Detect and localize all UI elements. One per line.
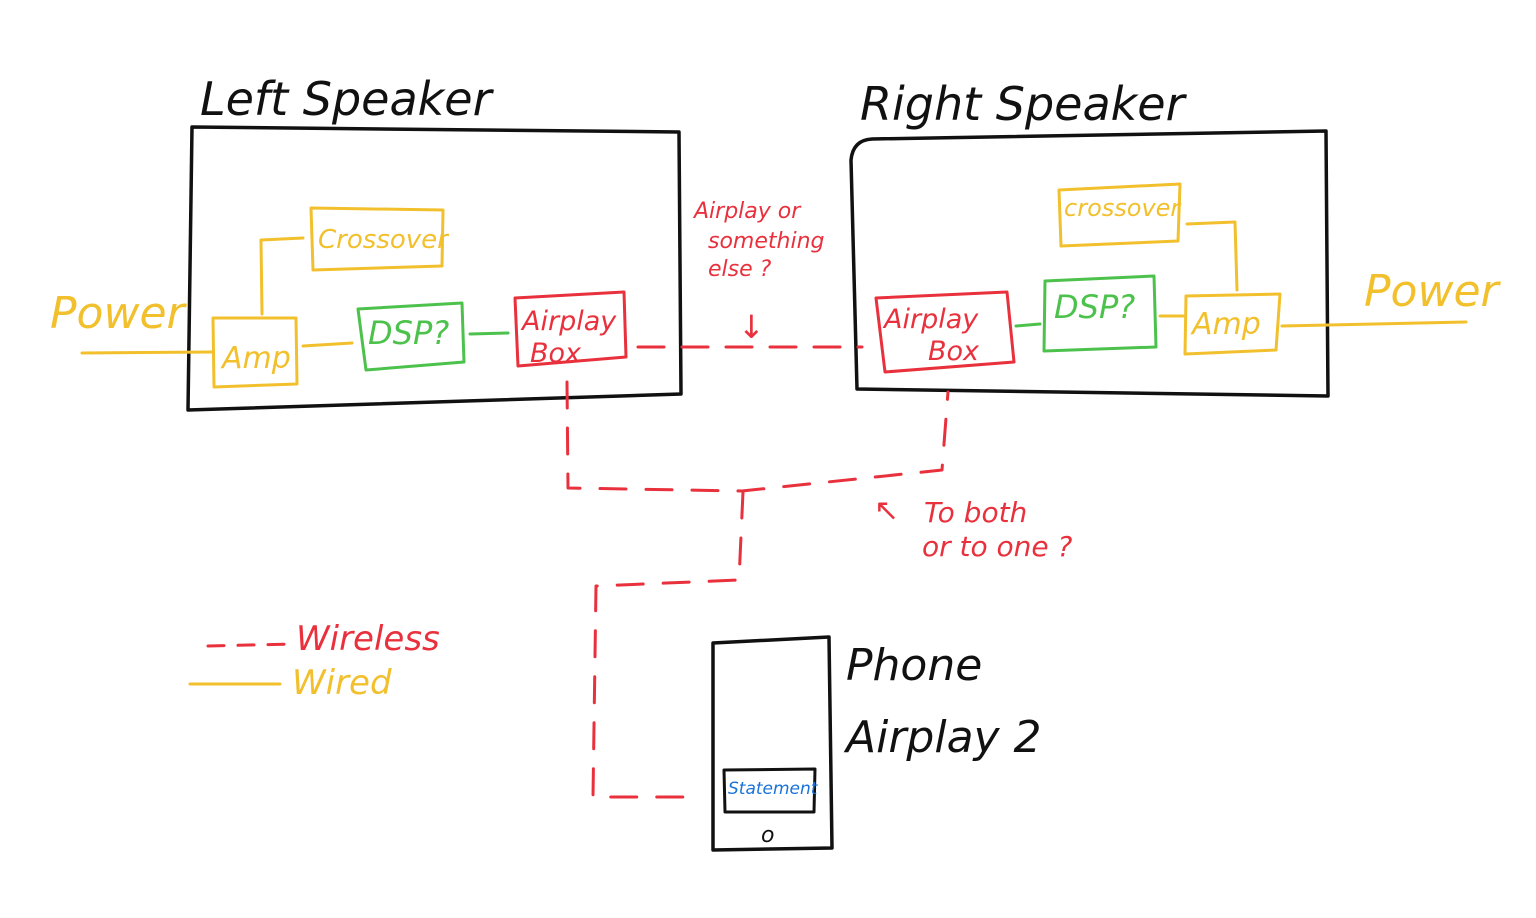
right-crossover-label: crossover <box>1064 194 1182 222</box>
right-power-wire <box>1280 320 1468 328</box>
right-speaker-enclosure <box>849 129 1330 398</box>
right-airplay-box <box>874 290 1016 374</box>
right-dsp-label: DSP? <box>1054 288 1135 326</box>
left-crossover-label: Crossover <box>318 225 450 255</box>
right-power-label: Power <box>1364 266 1502 317</box>
left-dsp-airplay-wire <box>468 331 510 336</box>
link-question-line1: Airplay or <box>692 199 802 224</box>
fanout-question-line1: To both <box>924 496 1027 529</box>
right-airplay-dsp-wire <box>1014 322 1042 328</box>
right-airplay-label-line1: Airplay <box>882 304 979 335</box>
legend: Wireless Wired <box>188 619 440 703</box>
phone-screen-button-label: Statement <box>728 779 819 799</box>
right-crossover-box <box>1057 182 1182 248</box>
link-question-arrow: ↓ <box>738 308 765 346</box>
wireless-links <box>565 345 950 799</box>
left-dsp-label: DSP? <box>368 314 449 352</box>
left-speaker-enclosure <box>186 125 683 412</box>
legend-wired-label: Wired <box>292 663 392 703</box>
phone: Statement o Phone Airplay 2 <box>711 635 1042 852</box>
right-speaker-title: Right Speaker <box>860 77 1188 131</box>
annotations: Airplay or something else ? ↓ ↖ To both … <box>692 199 1073 563</box>
left-amp-crossover-wire <box>259 236 305 316</box>
phone-label-line2: Airplay 2 <box>843 712 1042 763</box>
phone-wireless-link <box>591 490 745 799</box>
left-amp-dsp-wire <box>301 341 354 348</box>
right-amp-label: Amp <box>1190 307 1261 342</box>
phone-to-speakers-wireless-fanout <box>565 380 950 493</box>
phone-screen-button-box <box>722 767 817 814</box>
left-airplay-box <box>513 290 628 368</box>
link-question-line2: something <box>708 229 825 254</box>
left-power-label: Power <box>50 288 188 339</box>
left-power-wire <box>80 350 214 355</box>
phone-label-line1: Phone <box>846 640 982 691</box>
right-dsp-box <box>1042 274 1158 353</box>
fanout-question-arrow: ↖ <box>874 493 899 528</box>
right-amp-box <box>1183 292 1282 356</box>
legend-wireless-label: Wireless <box>296 619 440 659</box>
phone-home-button: o <box>761 823 774 848</box>
left-dsp-box <box>356 301 466 372</box>
left-amp-label: Amp <box>220 341 291 376</box>
left-airplay-label-line2: Box <box>530 338 582 369</box>
link-question-line3: else ? <box>708 257 772 282</box>
right-speaker: Right Speaker crossover Amp DSP? Airplay… <box>849 77 1502 398</box>
left-crossover-box <box>309 206 445 272</box>
phone-body <box>711 635 834 852</box>
left-speaker: Left Speaker Crossover Amp DSP? Airplay … <box>50 72 683 412</box>
right-crossover-amp-wire <box>1185 220 1239 292</box>
right-airplay-label-line2: Box <box>928 336 980 367</box>
left-amp-box <box>211 316 299 389</box>
legend-wireless-swatch <box>206 642 294 648</box>
left-airplay-label-line1: Airplay <box>520 306 617 337</box>
fanout-question-line2: or to one ? <box>922 530 1073 563</box>
left-speaker-title: Left Speaker <box>200 72 495 126</box>
